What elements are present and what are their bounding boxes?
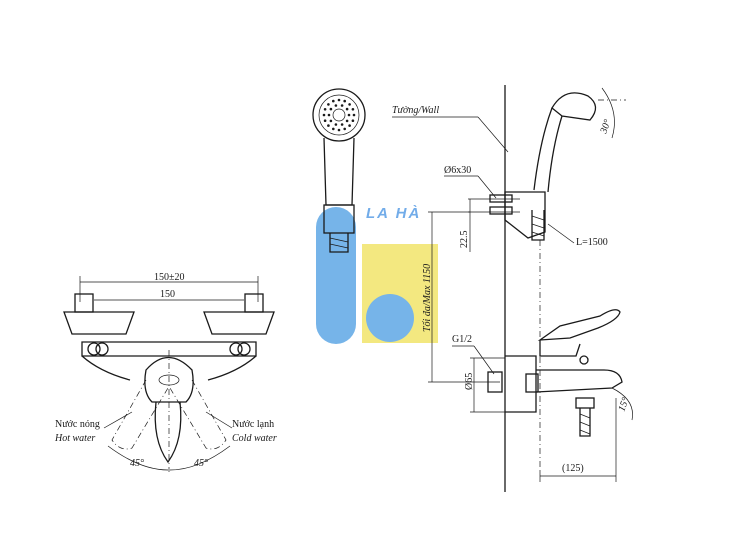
nozzle-dot [348, 103, 351, 106]
angle-head-label: 30° [598, 118, 613, 136]
nozzle-dot [340, 123, 344, 126]
inlet-thread [487, 371, 503, 393]
angle-left-label: 45° [130, 458, 144, 469]
dim-65-label: Ø65 [464, 373, 475, 390]
bracket-dim-label: Ø6x30 [444, 165, 471, 176]
nozzle-dot [334, 104, 338, 107]
dim-outer-label: 150±20 [154, 272, 185, 283]
nozzle-dot [345, 107, 349, 111]
angle-spout-label: 15° [616, 396, 631, 413]
mixer-body [81, 341, 257, 357]
left-escutcheon [63, 311, 135, 335]
hose-length-label: L=1500 [576, 237, 608, 248]
dim-inner-label: 150 [160, 289, 175, 300]
cold-label-en: Cold water [232, 433, 277, 444]
right-escutcheon [203, 311, 275, 335]
shower-head-side [551, 92, 597, 121]
logo-text: LA HÀ [366, 205, 421, 222]
nozzle-dot [323, 108, 327, 111]
nozzle-dot [351, 119, 355, 122]
mixer-body-side [505, 355, 537, 413]
side-view: Tường/Wall Ø6x30 22.5 Tối đa/Max 1150 30… [392, 85, 633, 492]
logo-blue-circle [366, 294, 414, 342]
nozzle-dot [327, 124, 330, 127]
watermark-logo: LA HÀ [316, 205, 438, 344]
left-inlet [74, 293, 94, 313]
nozzle-dot [329, 119, 333, 123]
shower-nozzles [322, 98, 356, 132]
lever-handle-side [537, 309, 621, 341]
nozzle-dot [337, 128, 341, 132]
nozzle-dot [343, 99, 347, 103]
nozzle-dot [352, 113, 356, 117]
shower-face-outer [312, 88, 366, 142]
hot-label-en: Hot water [54, 433, 95, 444]
hose-end [531, 210, 545, 241]
bath-spout [535, 369, 623, 393]
nozzle-dot [337, 98, 341, 102]
dim-22-5-label: 22.5 [459, 231, 470, 249]
thread-label: G1/2 [452, 334, 472, 345]
nozzle-dot [334, 123, 338, 126]
nozzle-dot [345, 119, 349, 123]
right-inlet [244, 293, 264, 313]
logo-blue-bar [316, 207, 356, 344]
depth-label: (125) [562, 463, 584, 474]
nozzle-dot [347, 113, 351, 117]
nozzle-dot [327, 103, 330, 106]
nozzle-dot [327, 113, 331, 117]
shower-head-front [312, 88, 366, 253]
nozzle-dot [329, 107, 333, 111]
nozzle-dot [322, 113, 326, 117]
spout-front [154, 401, 182, 464]
wall-label: Tường/Wall [392, 105, 439, 116]
hot-label-vi: Nước nóng [55, 419, 100, 430]
lever-handle [144, 356, 194, 403]
nozzle-dot [332, 99, 335, 103]
angle-right-label: 45° [194, 458, 208, 469]
hose-connector [323, 204, 355, 234]
nozzle-dot [323, 119, 327, 122]
nozzle-dot [340, 104, 344, 107]
nozzle-dot [351, 108, 355, 111]
nozzle-dot [343, 127, 347, 131]
shower-bracket [504, 191, 546, 239]
cold-label-vi: Nước lạnh [232, 419, 274, 430]
shower-handle [323, 137, 355, 206]
front-view: 150±20 150 45° 45° Nước nóng Hot w [54, 272, 277, 472]
diverter-knob [575, 397, 595, 409]
nozzle-dot [348, 124, 351, 127]
max-height-label: Tối đa/Max 1150 [422, 264, 433, 332]
nozzle-dot [332, 127, 335, 131]
